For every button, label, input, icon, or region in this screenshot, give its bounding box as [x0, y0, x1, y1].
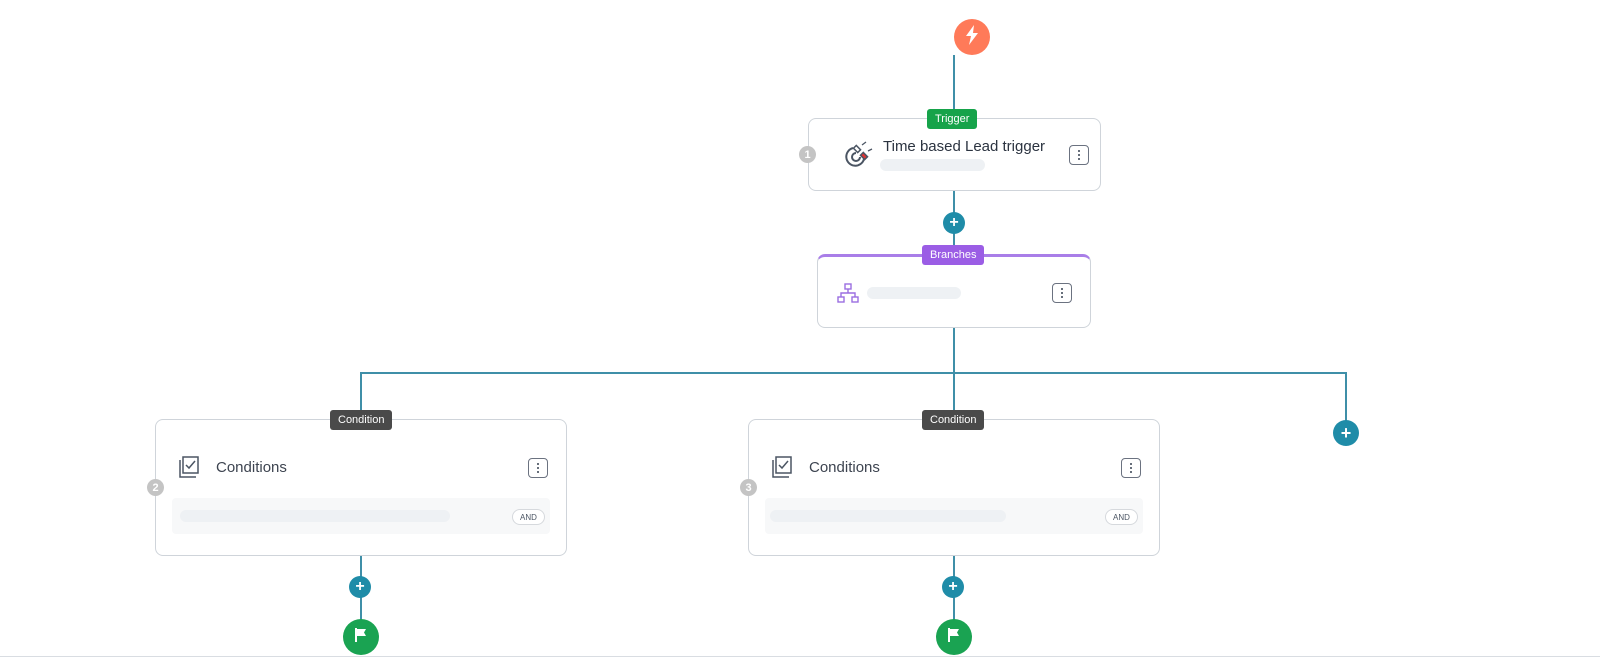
sitemap-icon — [837, 282, 859, 309]
step-number-2: 2 — [147, 479, 164, 496]
start-node[interactable] — [954, 19, 990, 55]
trigger-subtitle-placeholder — [880, 159, 985, 171]
connector-branch-left — [360, 372, 362, 420]
end-node-3[interactable] — [936, 619, 972, 655]
condition-card-3[interactable] — [748, 419, 1160, 556]
add-step-button-2[interactable]: + — [349, 576, 371, 598]
add-step-button-3[interactable]: + — [942, 576, 964, 598]
and-operator-2[interactable]: AND — [512, 509, 545, 525]
add-step-button[interactable]: + — [943, 212, 965, 234]
condition-tag-2: Condition — [330, 410, 393, 430]
branches-title-placeholder — [867, 287, 961, 299]
flag-icon — [946, 627, 962, 648]
condition-tag-3: Condition — [922, 410, 985, 430]
kebab-menu-icon — [1130, 463, 1132, 465]
lightning-icon — [965, 24, 979, 50]
connector-branch-middle — [953, 372, 955, 420]
checklist-icon — [768, 456, 792, 485]
kebab-menu-icon — [1078, 150, 1080, 152]
trigger-title: Time based Lead trigger — [883, 138, 1046, 155]
condition-card-2[interactable] — [155, 419, 567, 556]
checklist-icon — [175, 456, 199, 485]
kebab-menu-icon — [537, 463, 539, 465]
end-node-2[interactable] — [343, 619, 379, 655]
condition-menu-button-3[interactable] — [1121, 458, 1141, 478]
condition-title-3: Conditions — [809, 459, 880, 476]
connector-branches-split — [953, 327, 955, 373]
canvas-bottom-edge — [0, 656, 1600, 657]
step-number-3: 3 — [740, 479, 757, 496]
connector-start-trigger — [953, 55, 955, 119]
condition-title-2: Conditions — [216, 459, 287, 476]
magnet-icon — [843, 139, 875, 176]
branches-menu-button[interactable] — [1052, 283, 1072, 303]
connector-branch-bar — [360, 372, 1347, 374]
condition-rule-placeholder-2 — [180, 510, 450, 522]
flag-icon — [353, 627, 369, 648]
trigger-menu-button[interactable] — [1069, 145, 1089, 165]
step-number-1: 1 — [799, 146, 816, 163]
and-operator-3[interactable]: AND — [1105, 509, 1138, 525]
kebab-menu-icon — [1061, 288, 1063, 290]
connector-branch-right — [1345, 372, 1347, 422]
branches-tag: Branches — [922, 245, 985, 265]
add-branch-button[interactable]: + — [1333, 420, 1359, 446]
condition-rule-placeholder-3 — [770, 510, 1006, 522]
condition-menu-button-2[interactable] — [528, 458, 548, 478]
trigger-tag: Trigger — [927, 109, 978, 129]
